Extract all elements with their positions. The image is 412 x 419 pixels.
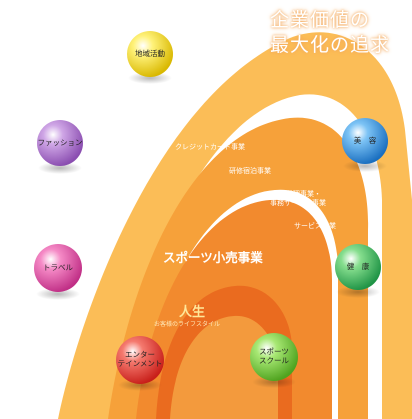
sphere-fashion xyxy=(37,120,83,166)
sphere-label-beauty: 美 容 xyxy=(345,136,385,145)
sphere-shadow xyxy=(38,162,82,174)
sphere-label-entertainment: エンター テインメント xyxy=(114,350,166,369)
sphere-shadow xyxy=(118,379,162,391)
sphere-travel xyxy=(34,244,82,292)
sphere-label-health: 健 康 xyxy=(338,262,378,271)
sphere-label-travel: トラベル xyxy=(36,263,80,272)
sphere-sports-school xyxy=(250,333,298,381)
core-business-label: スポーツ小売事業 xyxy=(163,250,263,265)
sphere-label-beauty-line: 美 容 xyxy=(353,136,377,145)
band-item-training-lodging: 研修宿泊事業 xyxy=(229,167,271,175)
sphere-shadow xyxy=(128,72,172,84)
sphere-shadow xyxy=(343,160,387,172)
headline-line-2: 最大化の追求 xyxy=(270,34,391,56)
sphere-shadow xyxy=(36,288,80,300)
sphere-label-sports-school-line-2: スクール xyxy=(259,356,289,366)
headline: 企業価値の 最大化の追求 xyxy=(270,8,390,58)
sphere-entertainment xyxy=(116,336,164,384)
sphere-shadow xyxy=(336,286,380,298)
sphere-label-regional-line: 地域活動 xyxy=(135,49,165,58)
sphere-label-fashion-line: ファッション xyxy=(37,138,83,147)
sphere-shadow xyxy=(252,376,296,388)
sphere-regional xyxy=(127,31,173,77)
sphere-label-entertainment-line-2: テインメント xyxy=(117,359,163,369)
band-item-office-services: 事務サービス事業 xyxy=(270,199,326,207)
center-subtitle: お客様のライフスタイル xyxy=(154,321,221,328)
sphere-label-sports-school: スポーツ スクール xyxy=(252,347,296,366)
sphere-label-travel-line: トラベル xyxy=(43,263,73,272)
sphere-beauty xyxy=(342,118,388,164)
sphere-label-entertainment-line-1: エンター xyxy=(125,350,155,359)
band-item-services: サービス事業 xyxy=(294,222,336,230)
sphere-label-health-line: 健 康 xyxy=(346,262,370,271)
headline-line-1: 企業価値の xyxy=(270,9,371,31)
sphere-health xyxy=(335,244,381,290)
sphere-label-sports-school-line-1: スポーツ xyxy=(259,347,289,356)
sphere-label-fashion: ファッション xyxy=(34,138,86,147)
sphere-label-regional: 地域活動 xyxy=(128,49,172,58)
band-item-insurance: 保険代理事業・ xyxy=(272,190,321,198)
core-center xyxy=(170,315,278,419)
band-item-credit-card: クレジットカード事業 xyxy=(175,143,245,151)
center-title: 人生 xyxy=(179,305,206,320)
